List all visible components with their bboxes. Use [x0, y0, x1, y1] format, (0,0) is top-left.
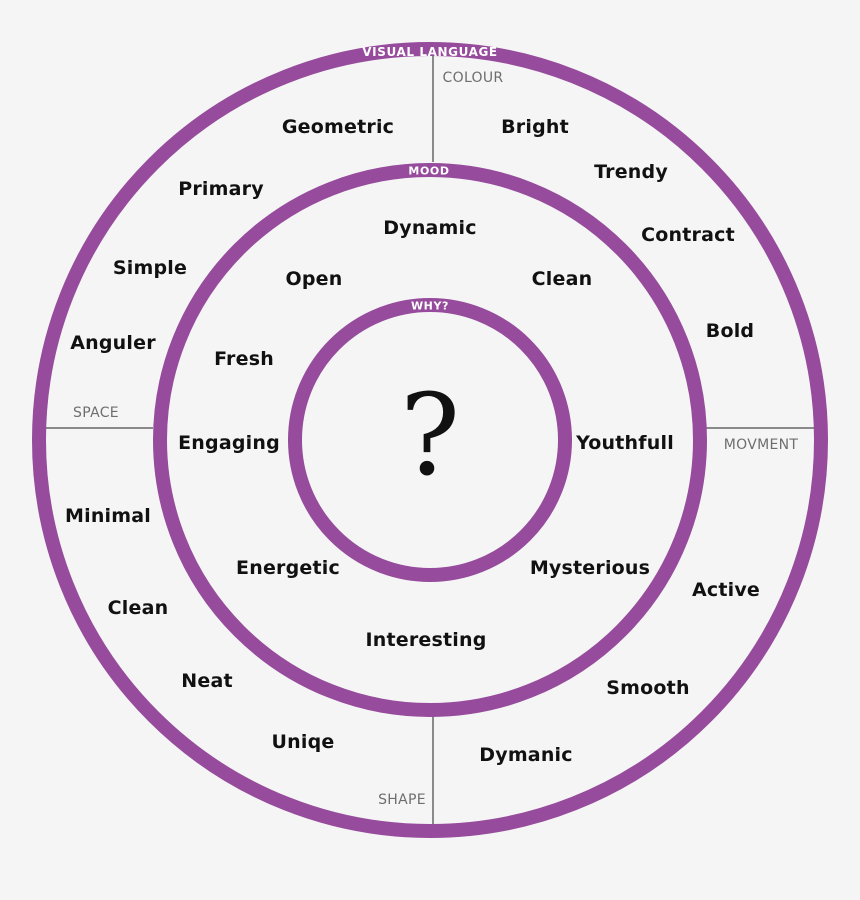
word-simple: Simple: [112, 257, 188, 279]
word-fresh: Fresh: [214, 348, 274, 370]
word-uniqe: Uniqe: [271, 731, 335, 753]
word-bold: Bold: [705, 320, 755, 342]
category-space: SPACE: [73, 405, 119, 421]
word-dynamic: Dynamic: [383, 217, 477, 239]
category-colour: COLOUR: [442, 70, 504, 86]
category-shape: SHAPE: [378, 792, 426, 808]
word-primary: Primary: [178, 178, 264, 200]
word-engaging: Engaging: [178, 432, 280, 454]
word-clean-mood: Clean: [531, 268, 593, 290]
word-geometric: Geometric: [281, 116, 395, 138]
word-interesting: Interesting: [365, 629, 487, 651]
word-open: Open: [285, 268, 343, 290]
word-clean-outer: Clean: [107, 597, 169, 619]
word-neat: Neat: [181, 670, 233, 692]
word-anguler: Anguler: [70, 332, 156, 354]
word-contract: Contract: [641, 224, 735, 246]
word-trendy: Trendy: [594, 161, 668, 183]
word-active: Active: [691, 579, 761, 601]
category-movment: MOVMENT: [723, 437, 799, 453]
question-mark-icon: ?: [399, 371, 461, 501]
inner-ring: [288, 298, 572, 582]
word-energetic: Energetic: [236, 557, 340, 579]
ring-title-mood: MOOD: [408, 164, 450, 178]
word-smooth: Smooth: [606, 677, 690, 699]
word-mysterious: Mysterious: [529, 557, 651, 579]
word-bright: Bright: [501, 116, 569, 138]
word-youthfull: Youthfull: [576, 432, 674, 454]
word-dymanic: Dymanic: [479, 744, 573, 766]
middle-ring: [153, 163, 707, 717]
ring-title-visual-language: VISUAL LANGUAGE: [362, 45, 498, 59]
ring-title-why: WHY?: [410, 299, 450, 313]
outer-ring: [32, 42, 828, 838]
word-minimal: Minimal: [65, 505, 151, 527]
